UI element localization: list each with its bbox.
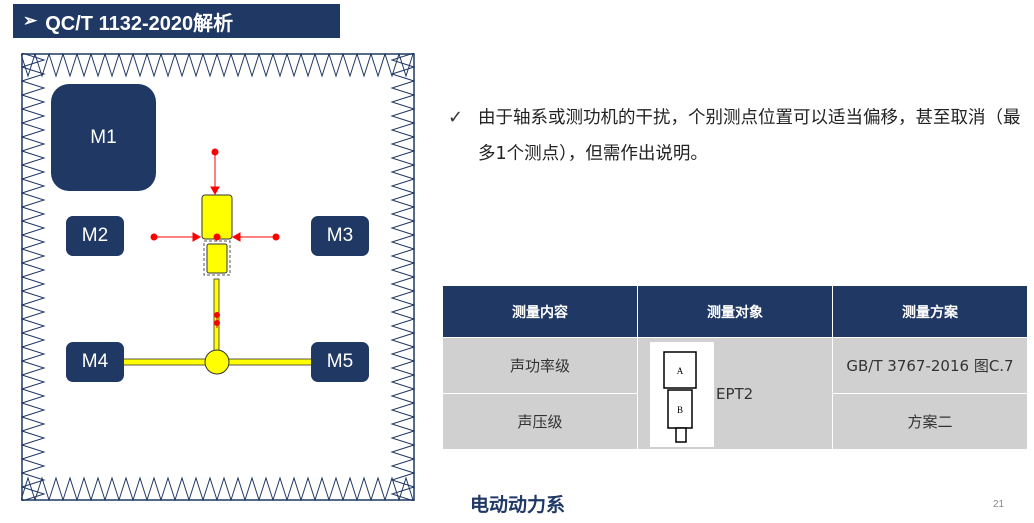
bullet-text: 由于轴系或测功机的干扰，个别测点位置可以适当偏移，甚至取消（最多1个测点），但需… xyxy=(478,108,1021,164)
wedge-right xyxy=(390,53,415,501)
arrowhead-up xyxy=(210,186,220,196)
left-shaft xyxy=(120,358,214,366)
right-shaft xyxy=(226,358,316,366)
mic-m2-label: M2 xyxy=(81,225,109,246)
header-object: 测量对象 xyxy=(637,285,833,338)
table-header-row: 测量内容 测量对象 测量方案 xyxy=(442,285,1028,338)
gearbox-circle xyxy=(204,349,230,375)
bullet-note: ✓ 由于轴系或测功机的干扰，个别测点位置可以适当偏移，甚至取消（最多1个测点），… xyxy=(448,100,1028,172)
header-content: 测量内容 xyxy=(442,285,638,338)
marker-left xyxy=(150,233,158,241)
cell-scheme-0: GB/T 3767-2016 图C.7 xyxy=(832,337,1028,394)
page-number: 21 xyxy=(993,499,1005,510)
marker-shaft-b xyxy=(214,320,220,326)
test-room-diagram: M1 M2 M3 M4 M5 xyxy=(21,53,415,501)
header-scheme: 测量方案 xyxy=(832,285,1028,338)
mic-m4-label: M4 xyxy=(81,351,109,372)
cell-object: A B EPT2 xyxy=(637,337,833,450)
fig-label-b: B xyxy=(677,405,683,415)
object-label: EPT2 xyxy=(716,385,754,403)
page-title: QC/T 1132-2020解析 xyxy=(45,12,234,35)
table-row: 声压级 方案二 xyxy=(442,393,1028,450)
mic-m2: M2 xyxy=(66,216,124,256)
wedge-left xyxy=(21,53,46,501)
mic-m1-label: M1 xyxy=(90,126,117,148)
marker-top xyxy=(211,148,219,156)
wedge-bottom xyxy=(21,476,414,501)
arrowhead-left xyxy=(192,232,202,242)
cell-content-0: 声功率级 xyxy=(442,337,638,394)
page-title-bar: ➢ QC/T 1132-2020解析 xyxy=(13,4,340,38)
marker-center xyxy=(213,233,221,241)
cell-content-1: 声压级 xyxy=(442,393,638,450)
check-icon: ✓ xyxy=(448,107,464,128)
offset-arrows xyxy=(150,148,280,328)
motor-unit-b-outline xyxy=(203,240,231,276)
motor-unit-b xyxy=(206,243,228,274)
measurement-table: 测量内容 测量对象 测量方案 声功率级 A B EPT2 GB/T 3767-2… xyxy=(442,285,1028,450)
mic-m1: M1 xyxy=(51,84,156,191)
mic-m3: M3 xyxy=(311,216,369,256)
object-figure: A B xyxy=(650,342,714,447)
mic-m5-label: M5 xyxy=(326,351,354,372)
mic-m4: M4 xyxy=(66,342,124,382)
arrowhead-right xyxy=(231,232,241,242)
table-row: 声功率级 A B EPT2 GB/T 3767-2016 图C.7 xyxy=(442,337,1028,450)
marker-right xyxy=(272,233,280,241)
motor-unit-a xyxy=(201,194,233,240)
ept2-figure: A B xyxy=(663,351,697,443)
cell-scheme-1: 方案二 xyxy=(832,393,1028,450)
arrow-icon: ➢ xyxy=(23,11,38,30)
fig-label-a: A xyxy=(677,366,684,376)
footer-title: 电动动力系 xyxy=(470,494,566,516)
mic-m3-label: M3 xyxy=(326,225,354,246)
marker-shaft-a xyxy=(214,312,220,318)
wedge-top xyxy=(21,53,414,78)
mic-m5: M5 xyxy=(311,342,369,382)
